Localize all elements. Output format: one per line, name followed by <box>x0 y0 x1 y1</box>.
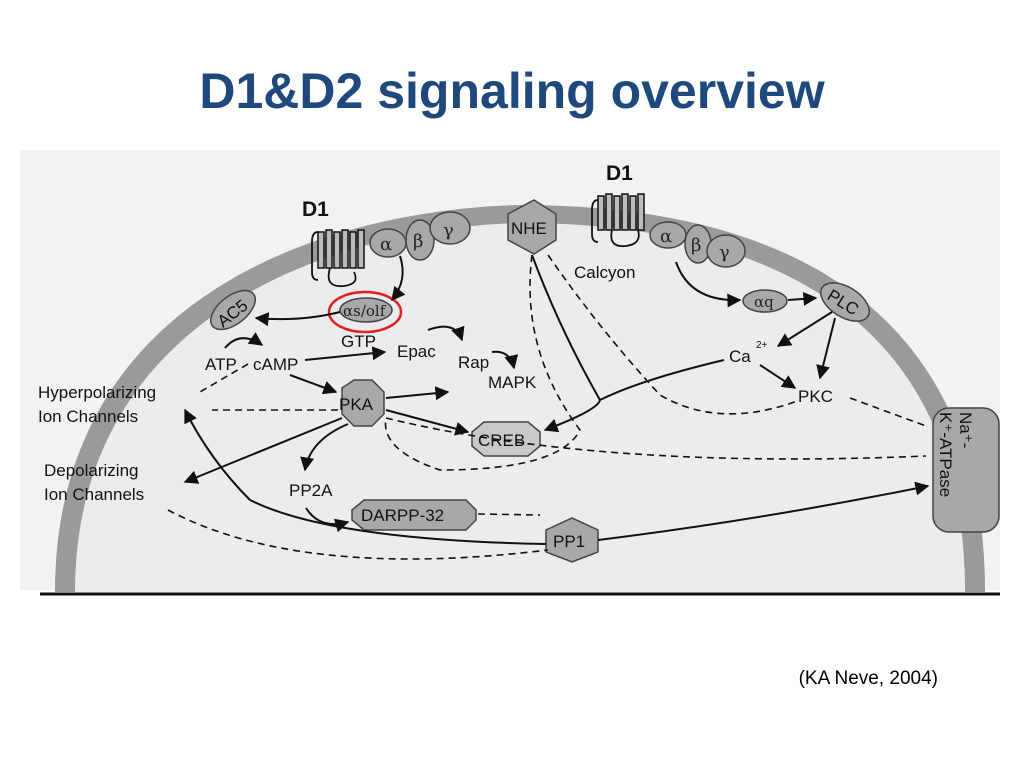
svg-text:PP1: PP1 <box>553 532 585 551</box>
svg-text:β: β <box>691 235 701 256</box>
mapk-label: MAPK <box>488 373 537 392</box>
cytoplasm <box>75 223 965 592</box>
pka-node: PKA <box>339 379 385 427</box>
hyperpolarizing-label-2: Ion Channels <box>38 407 138 426</box>
rap-label: Rap <box>458 353 489 372</box>
svg-text:α: α <box>380 234 392 255</box>
d1-label-right: D1 <box>606 162 633 185</box>
pp1-node: PP1 <box>545 517 599 563</box>
atp-label: ATP <box>205 355 237 374</box>
citation: (KA Neve, 2004) <box>798 668 938 689</box>
svg-text:CREB: CREB <box>478 431 525 450</box>
svg-text:α: α <box>660 226 672 247</box>
g-protein-left: α β γ <box>369 211 471 261</box>
svg-text:αq: αq <box>754 293 774 311</box>
solid-pathways <box>183 254 930 545</box>
beta-subunit-left <box>405 219 435 261</box>
svg-text:γ: γ <box>443 220 454 241</box>
g-protein-right: α β γ <box>649 221 746 268</box>
calcyon-label: Calcyon <box>574 263 635 282</box>
camp-label: cAMP <box>253 355 298 374</box>
dashed-pathways <box>167 254 927 560</box>
svg-text:Na⁺-: Na⁺- <box>956 412 975 448</box>
depolarizing-label-2: Ion Channels <box>44 485 144 504</box>
na-k-atpase-node: Na⁺- K⁺-ATPase <box>932 407 1000 533</box>
d1-receptor-left: D1 <box>302 198 365 288</box>
epac-label: Epac <box>397 342 436 361</box>
gamma-subunit-right <box>706 234 746 268</box>
slide-title: D1&D2 signaling overview <box>199 63 825 119</box>
highlight-circle <box>327 290 403 334</box>
svg-text:DARPP-32: DARPP-32 <box>361 506 444 525</box>
hyperpolarizing-label: Hyperpolarizing <box>38 383 156 402</box>
svg-text:β: β <box>413 231 423 252</box>
d1-label-left: D1 <box>302 198 329 221</box>
ca-label: Ca <box>729 347 751 366</box>
alpha-q-node: αq <box>742 289 788 313</box>
pp2a-label: PP2A <box>289 481 333 500</box>
svg-text:NHE: NHE <box>511 219 547 238</box>
darpp32-node: DARPP-32 <box>351 499 477 531</box>
svg-text:γ: γ <box>719 242 730 263</box>
nhe-node: NHE <box>507 199 557 255</box>
svg-text:PKA: PKA <box>339 395 374 414</box>
svg-text:αs/olf: αs/olf <box>343 302 387 320</box>
gtp-label: GTP <box>341 332 376 351</box>
depolarizing-label: Depolarizing <box>44 461 139 480</box>
d1-receptor-right: D1 <box>591 162 645 248</box>
creb-node: CREB <box>471 421 541 457</box>
gamma-subunit-left <box>429 211 471 245</box>
alpha-s-olf-node: αs/olf GTP <box>327 290 403 351</box>
plc-node: PLC <box>820 282 870 322</box>
svg-text:K⁺-ATPase: K⁺-ATPase <box>936 412 955 497</box>
pkc-label: PKC <box>798 387 833 406</box>
ca-superscript: 2+ <box>756 340 768 351</box>
